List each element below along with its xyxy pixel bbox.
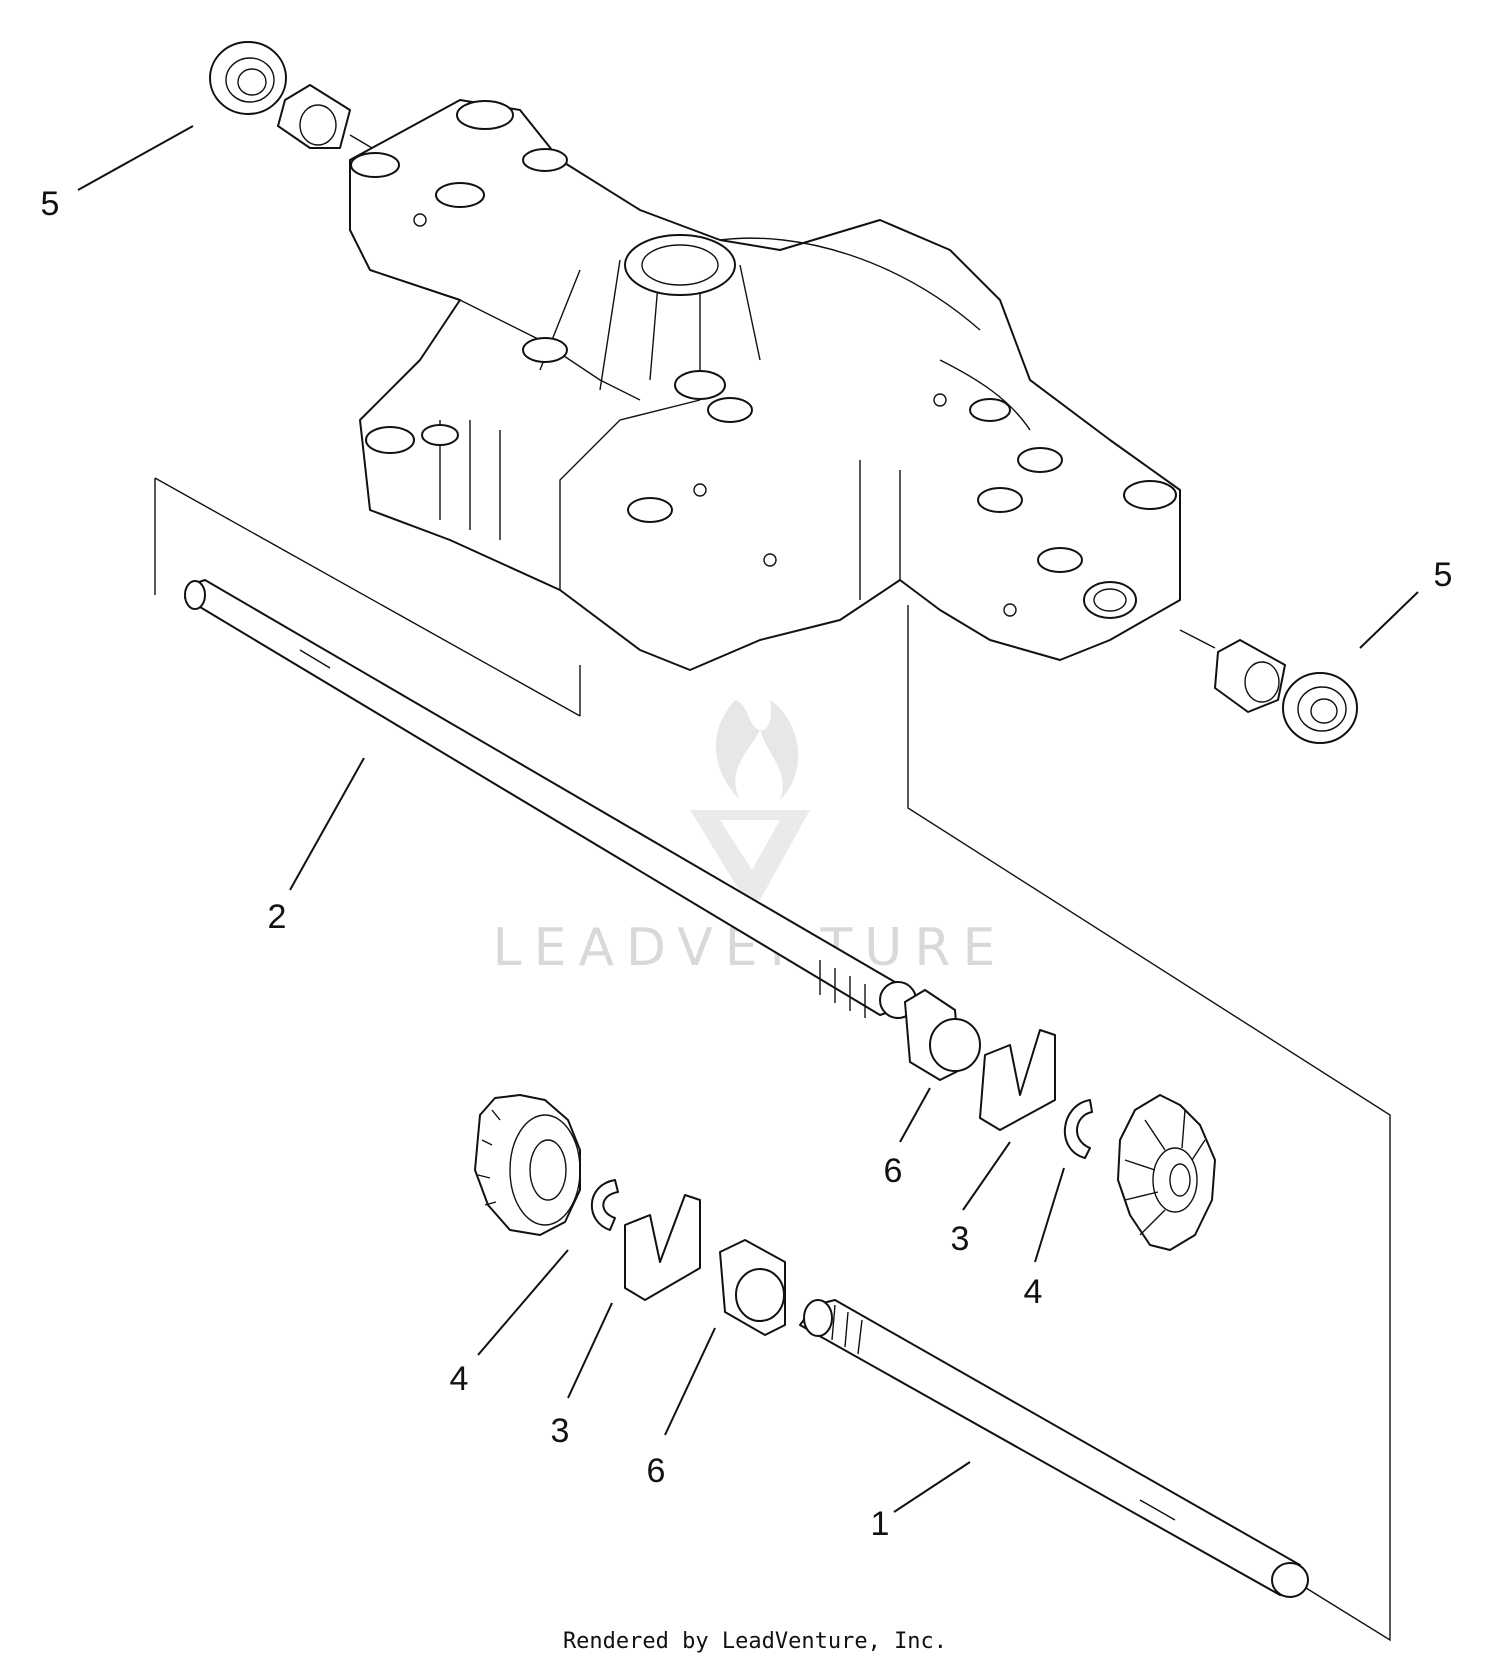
callout-5-right: 5 bbox=[1434, 556, 1453, 594]
leader-lines bbox=[77, 125, 1419, 1513]
washer-upper bbox=[1063, 1099, 1093, 1159]
bearing-right bbox=[1282, 672, 1358, 744]
washer-lower bbox=[590, 1179, 619, 1231]
flanged-bushing-lower bbox=[719, 1239, 786, 1336]
callout-4-upper: 4 bbox=[1024, 1273, 1043, 1311]
shift-fork-lower bbox=[624, 1194, 701, 1301]
callout-2: 2 bbox=[268, 898, 287, 936]
callout-3-lower: 3 bbox=[551, 1412, 570, 1450]
callout-3-upper: 3 bbox=[951, 1220, 970, 1258]
callout-6-lower: 6 bbox=[647, 1452, 666, 1490]
bevel-gear bbox=[1117, 1094, 1216, 1251]
flanged-bushing-upper bbox=[904, 989, 981, 1081]
bushing-right bbox=[1214, 639, 1286, 713]
shaft-1 bbox=[799, 1299, 1309, 1598]
callout-6-upper: 6 bbox=[884, 1152, 903, 1190]
bushing-upper-left bbox=[277, 84, 351, 149]
reference-lines bbox=[154, 477, 1391, 1642]
shift-fork-upper bbox=[979, 1029, 1056, 1131]
callout-4-lower: 4 bbox=[450, 1360, 469, 1398]
flame-v-logo-icon bbox=[690, 700, 810, 900]
transaxle-housing bbox=[349, 99, 1181, 671]
callout-5-upper-left: 5 bbox=[41, 185, 60, 223]
render-credit: Rendered by LeadVenture, Inc. bbox=[563, 1629, 947, 1654]
spur-gear bbox=[474, 1094, 581, 1236]
callout-1: 1 bbox=[871, 1505, 890, 1543]
bearing-upper-left bbox=[209, 41, 287, 115]
